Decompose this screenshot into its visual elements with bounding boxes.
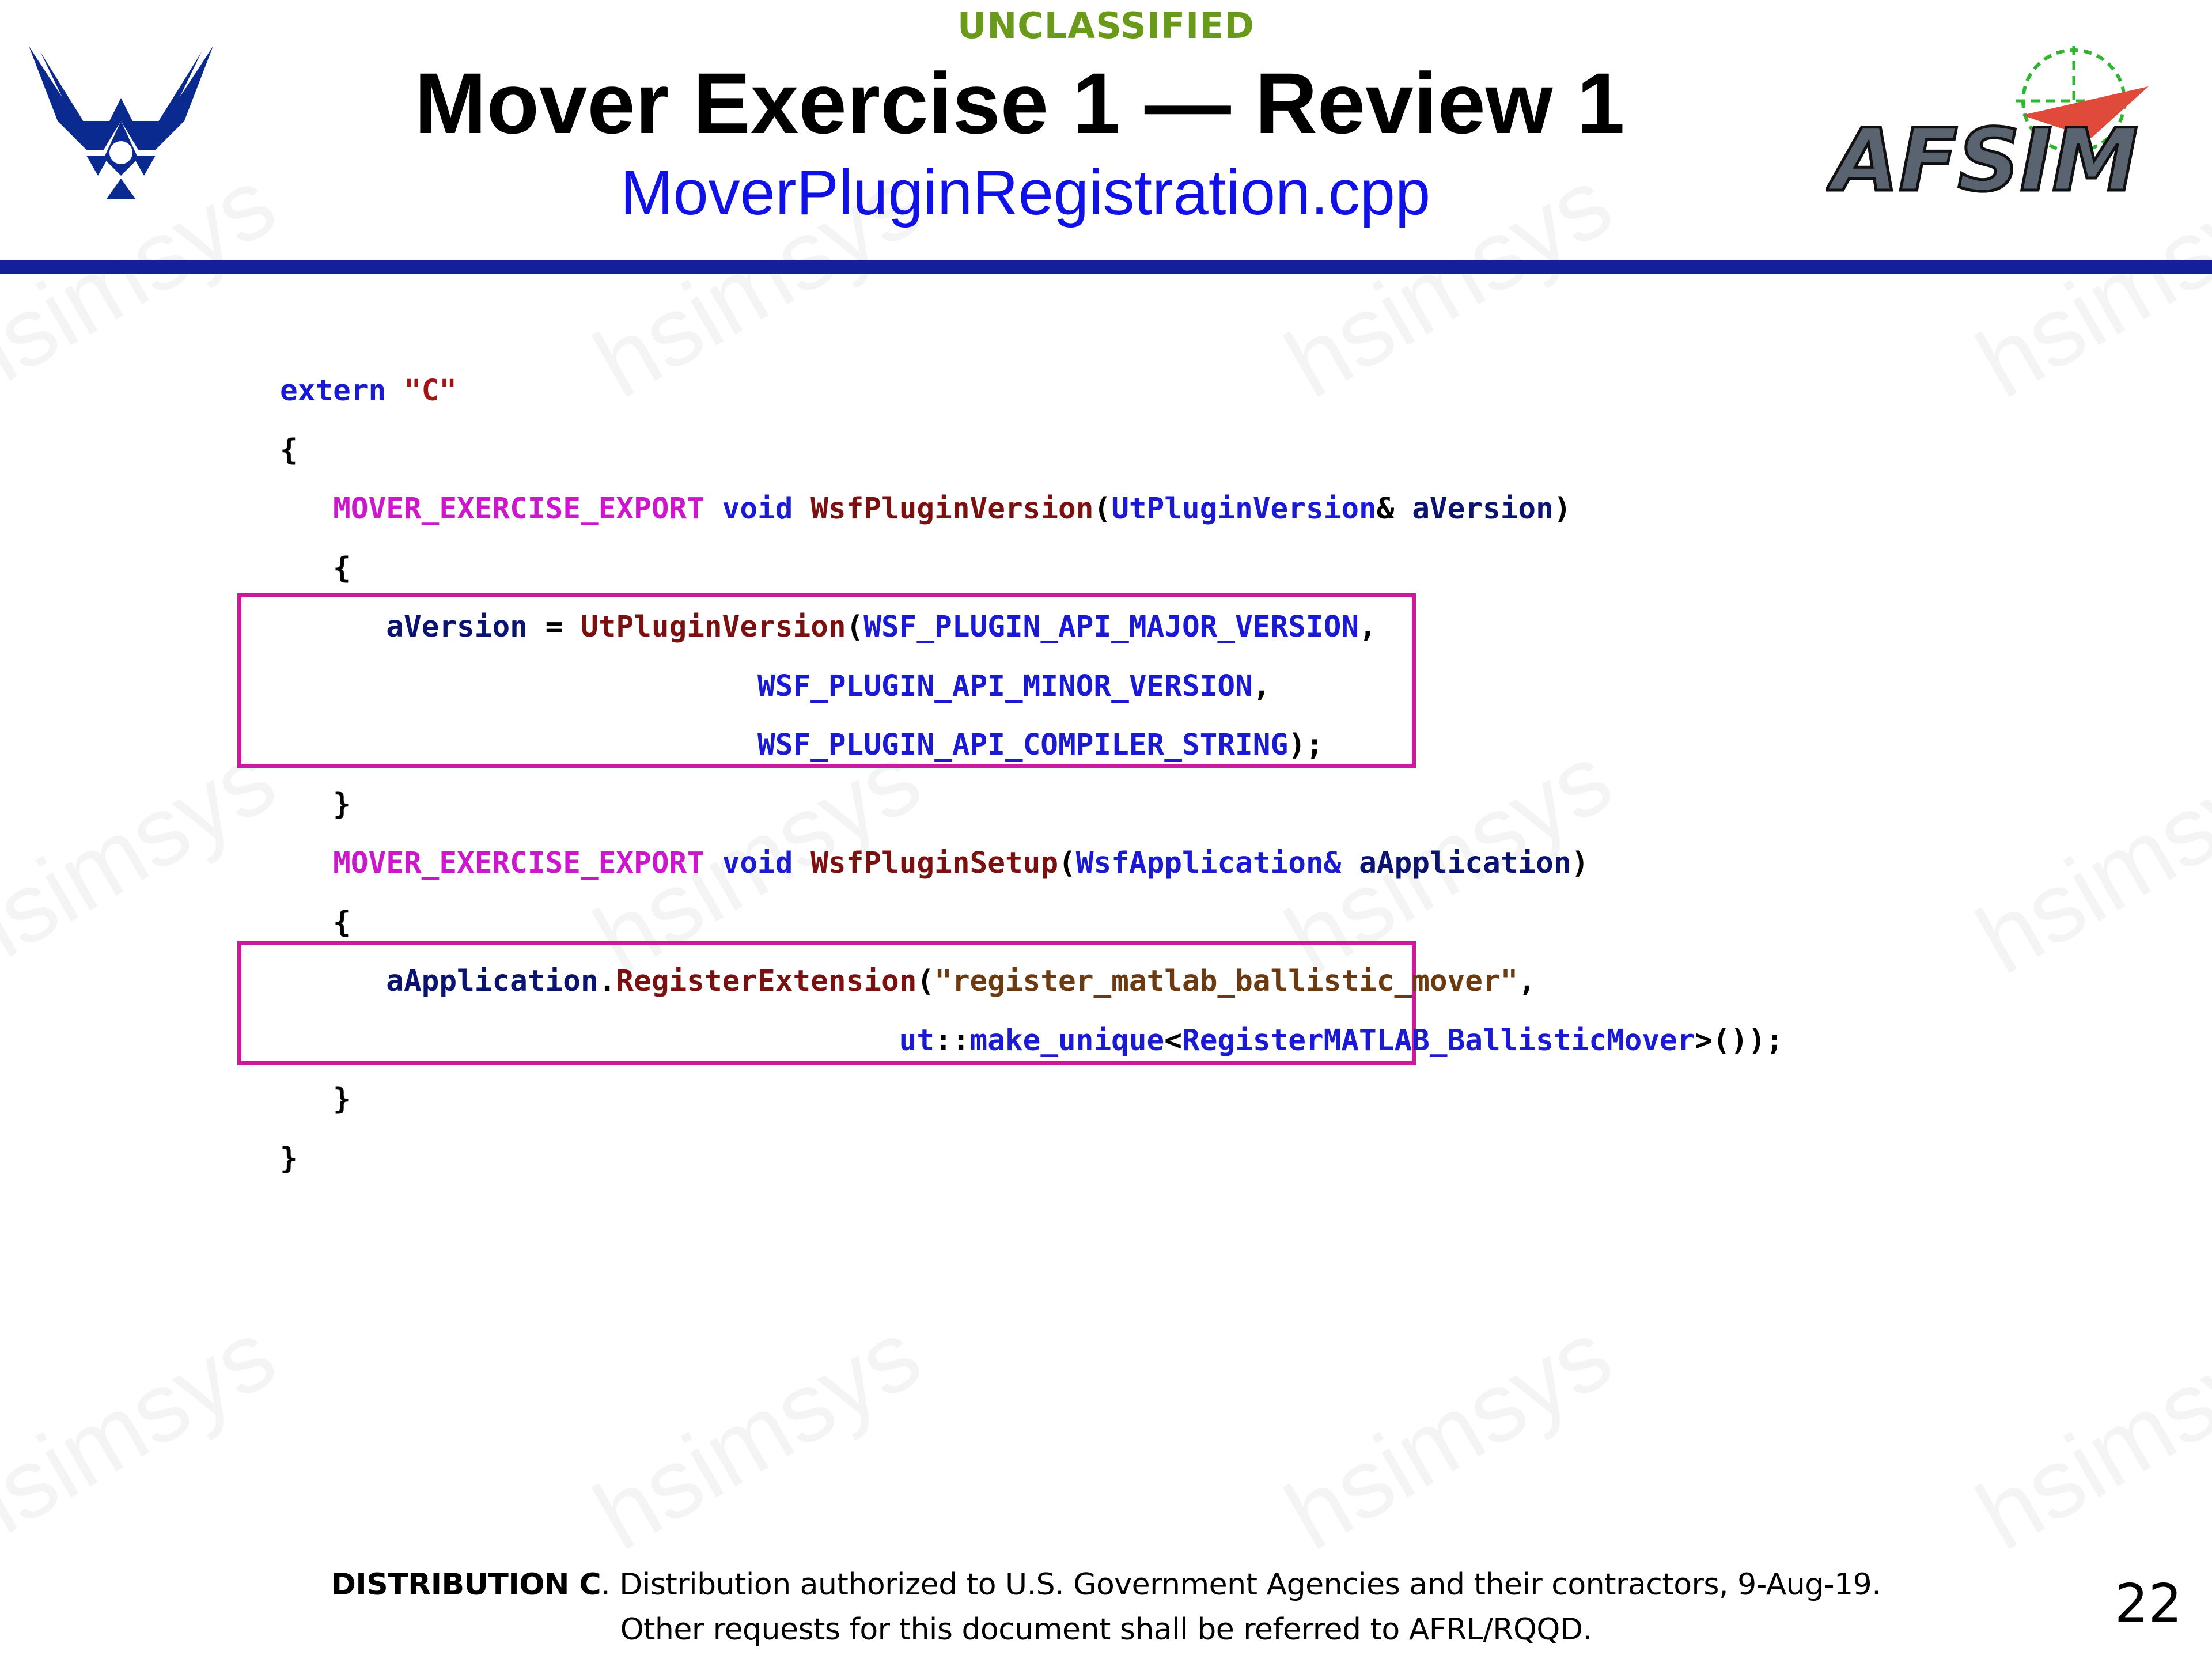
code-indent <box>280 610 386 644</box>
code-line: WSF_PLUGIN_API_COMPILER_STRING); <box>280 716 1783 775</box>
page-title: Mover Exercise 1 — Review 1 <box>414 55 1625 151</box>
code-token: ); <box>1288 728 1324 762</box>
code-token <box>1341 846 1359 880</box>
code-token: = <box>527 610 581 644</box>
code-token: :: <box>934 1023 970 1058</box>
afsim-logo-text: AFSIM <box>1826 111 2138 211</box>
code-token: WSF_PLUGIN_API_MAJOR_VERSION <box>863 610 1359 644</box>
code-token <box>793 846 810 880</box>
code-line: aApplication.RegisterExtension("register… <box>280 952 1783 1012</box>
highlight-box-version <box>237 593 1416 768</box>
code-token: ) <box>1571 846 1589 880</box>
code-line: aVersion = UtPluginVersion(WSF_PLUGIN_AP… <box>280 598 1783 657</box>
code-line: { <box>280 893 1783 953</box>
code-indent <box>280 846 333 880</box>
code-indent <box>280 492 333 526</box>
code-token: , <box>1359 610 1377 644</box>
code-line: MOVER_EXERCISE_EXPORT void WsfPluginSetu… <box>280 834 1783 893</box>
code-indent <box>280 787 333 821</box>
code-token: ) <box>1553 492 1571 526</box>
distribution-line-1: DISTRIBUTION C. Distribution authorized … <box>0 1562 2212 1607</box>
code-token: ( <box>916 964 935 998</box>
code-token: ( <box>1093 492 1112 526</box>
code-token: RegisterMATLAB_BallisticMover <box>1182 1023 1695 1058</box>
code-token: extern <box>280 374 387 408</box>
code-indent <box>280 964 386 998</box>
code-token: ( <box>846 610 864 644</box>
code-indent <box>280 669 757 703</box>
code-token: . <box>598 964 616 998</box>
code-token: void <box>722 846 793 880</box>
code-token: WSF_PLUGIN_API_MINOR_VERSION <box>757 669 1253 703</box>
watermark-text: hsimsys <box>1959 723 2212 995</box>
code-token: aApplication <box>1359 846 1571 880</box>
page-number: 22 <box>2114 1573 2182 1634</box>
code-indent <box>280 728 757 762</box>
code-token: < <box>1164 1023 1182 1058</box>
watermark-text: hsimsys <box>0 1299 293 1571</box>
code-token: { <box>333 551 351 585</box>
code-token: & <box>1376 492 1412 526</box>
afsim-logo-icon: AFSIM <box>1826 46 2149 213</box>
code-token <box>704 492 722 526</box>
code-token: { <box>333 905 351 940</box>
distribution-label: DISTRIBUTION C <box>331 1567 601 1602</box>
code-token: ut <box>899 1023 935 1058</box>
code-indent <box>280 906 333 940</box>
code-line: extern "C" <box>280 362 1783 421</box>
code-token: UtPluginVersion <box>581 610 846 644</box>
code-token: aVersion <box>1412 492 1554 526</box>
classification-banner: UNCLASSIFIED <box>957 5 1255 47</box>
code-token: make_unique <box>969 1023 1165 1058</box>
code-token: RegisterExtension <box>616 964 917 998</box>
code-line: { <box>280 539 1783 599</box>
code-token: "register_matlab_ballistic_mover" <box>934 964 1518 998</box>
code-token: UtPluginVersion <box>1111 492 1377 526</box>
code-token: aApplication <box>386 964 599 998</box>
watermark-text: hsimsys <box>1268 1299 1630 1571</box>
highlight-box-register <box>237 941 1416 1065</box>
code-token: WsfPluginSetup <box>810 846 1059 880</box>
code-token: MOVER_EXERCISE_EXPORT <box>333 492 704 526</box>
code-indent <box>280 1024 899 1058</box>
code-token: "C" <box>403 374 457 408</box>
code-token <box>704 846 722 880</box>
code-token: ( <box>1058 846 1076 880</box>
code-token: WsfApplication& <box>1075 846 1342 880</box>
code-token <box>386 374 404 408</box>
code-token: } <box>333 1082 351 1116</box>
code-token: WsfPluginVersion <box>810 492 1094 526</box>
code-token: , <box>1518 964 1536 998</box>
code-line: } <box>280 1070 1783 1130</box>
code-token: { <box>280 433 298 467</box>
code-line: ut::make_unique<RegisterMATLAB_Ballistic… <box>280 1012 1783 1071</box>
code-token: WSF_PLUGIN_API_COMPILER_STRING <box>757 728 1289 762</box>
code-line: } <box>280 775 1783 835</box>
watermark-text: hsimsys <box>577 1299 938 1571</box>
code-line: { <box>280 421 1783 480</box>
code-line: WSF_PLUGIN_API_MINOR_VERSION, <box>280 657 1783 717</box>
code-token: >()); <box>1695 1023 1783 1058</box>
code-token <box>793 492 810 526</box>
code-token: MOVER_EXERCISE_EXPORT <box>333 846 704 880</box>
distribution-text: . Distribution authorized to U.S. Govern… <box>601 1567 1881 1602</box>
distribution-notice: DISTRIBUTION C. Distribution authorized … <box>0 1562 2212 1652</box>
code-line: } <box>280 1130 1783 1189</box>
code-block: extern "C" { MOVER_EXERCISE_EXPORT void W… <box>280 362 1783 1188</box>
distribution-line-2: Other requests for this document shall b… <box>620 1612 1592 1647</box>
code-indent <box>280 551 333 585</box>
code-token: } <box>333 787 351 821</box>
code-indent <box>280 1082 333 1116</box>
watermark-text: hsimsys <box>1959 1299 2212 1571</box>
page-subtitle: MoverPluginRegistration.cpp <box>620 157 1431 228</box>
code-token: , <box>1252 669 1271 703</box>
us-air-force-logo-icon <box>29 46 213 199</box>
code-token: } <box>280 1141 298 1176</box>
code-token: aVersion <box>386 610 528 644</box>
header-divider <box>0 260 2212 274</box>
code-token: void <box>722 492 793 526</box>
code-line: MOVER_EXERCISE_EXPORT void WsfPluginVers… <box>280 480 1783 539</box>
